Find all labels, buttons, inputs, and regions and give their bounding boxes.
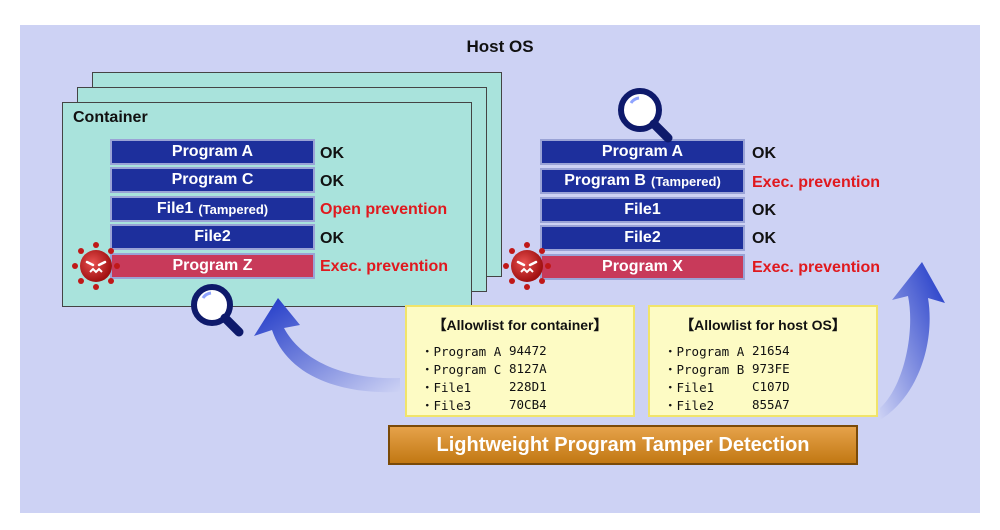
allowlist-item: ・Program A 94472 [407,341,633,359]
curved-arrow-icon [254,298,400,393]
allowlist-item-hash: 21654 [752,342,790,358]
container-row-program-a: Program A [110,139,315,165]
magnifier-icon [191,284,244,337]
row-label: File2 [194,228,231,245]
host-row-program-a: Program A [540,139,745,165]
allowlist-item: ・Program B 973FE [650,359,876,377]
status-exec-prevention: Exec. prevention [752,174,881,191]
status-open-prevention: Open prevention [320,201,448,218]
row-label: File1 [156,200,194,217]
status-ok: OK [752,202,776,219]
allowlist-item-hash: 94472 [509,342,547,358]
host-row-program-x: Program X [540,254,745,280]
row-label: File2 [624,229,661,246]
allowlist-item-name: ・Program C [421,361,502,377]
host-row-program-b: Program B (Tampered) [540,168,745,194]
host-os-title: Host OS [466,37,534,56]
allowlist-item-hash: 228D1 [509,378,547,394]
allowlist-item: ・File2 855A7 [650,395,876,413]
status-ok: OK [320,173,344,190]
status-ok: OK [320,145,344,162]
row-label: Program A [601,143,684,160]
allowlist-item: ・File3 70CB4 [407,395,633,413]
allowlist-item-hash: 8127A [509,360,547,376]
allowlist-item-hash: C107D [752,378,790,394]
container-row-program-c: Program C [110,167,315,193]
allowlist-item-hash: 855A7 [752,396,790,412]
container-row-file2: File2 [110,224,315,250]
allowlist-item-name: ・File1 [421,379,472,395]
status-ok: OK [752,145,776,162]
curved-arrow-icon [880,262,945,420]
tamper-detection-banner: Lightweight Program Tamper Detection [388,425,858,465]
malware-virus-icon [72,242,120,290]
allowlist-container: 【Allowlist for container】 ・Program A 944… [405,305,635,417]
row-label: Program A [171,143,254,160]
allowlist-item-hash: 70CB4 [509,396,547,412]
tampered-tag: (Tampered) [198,201,269,217]
allowlist-item-name: ・File1 [664,379,715,395]
magnifier-icon [618,88,673,143]
tampered-tag: (Tampered) [650,173,721,189]
row-label: File1 [624,201,661,218]
allowlist-item-name: ・Program A [421,343,502,359]
container-row-program-z: Program Z [110,253,315,279]
status-exec-prevention: Exec. prevention [320,258,449,275]
row-label: Program Z [172,257,253,274]
malware-virus-icon [503,242,551,290]
allowlist-host-os: 【Allowlist for host OS】 ・Program A 21654… [648,305,878,417]
allowlist-item: ・Program C 8127A [407,359,633,377]
container-row-file1: File1 (Tampered) [110,196,315,222]
allowlist-title: 【Allowlist for host OS】 [680,317,846,333]
row-label: Program X [602,258,683,275]
host-row-file2: File2 [540,225,745,251]
allowlist-item-name: ・Program B [664,361,745,377]
allowlist-item-hash: 973FE [752,360,790,376]
allowlist-item: ・Program A 21654 [650,341,876,359]
allowlist-title: 【Allowlist for container】 [432,317,608,333]
allowlist-item-name: ・File2 [664,397,715,413]
host-row-file1: File1 [540,197,745,223]
allowlist-item: ・File1 C107D [650,377,876,395]
row-label: Program B [564,172,646,189]
allowlist-item-name: ・File3 [421,397,472,413]
allowlist-item-name: ・Program A [664,343,745,359]
row-label: Program C [171,171,254,188]
status-exec-prevention: Exec. prevention [752,259,881,276]
status-ok: OK [320,230,344,247]
status-ok: OK [752,230,776,247]
allowlist-item: ・File1 228D1 [407,377,633,395]
container-title: Container [73,109,148,126]
